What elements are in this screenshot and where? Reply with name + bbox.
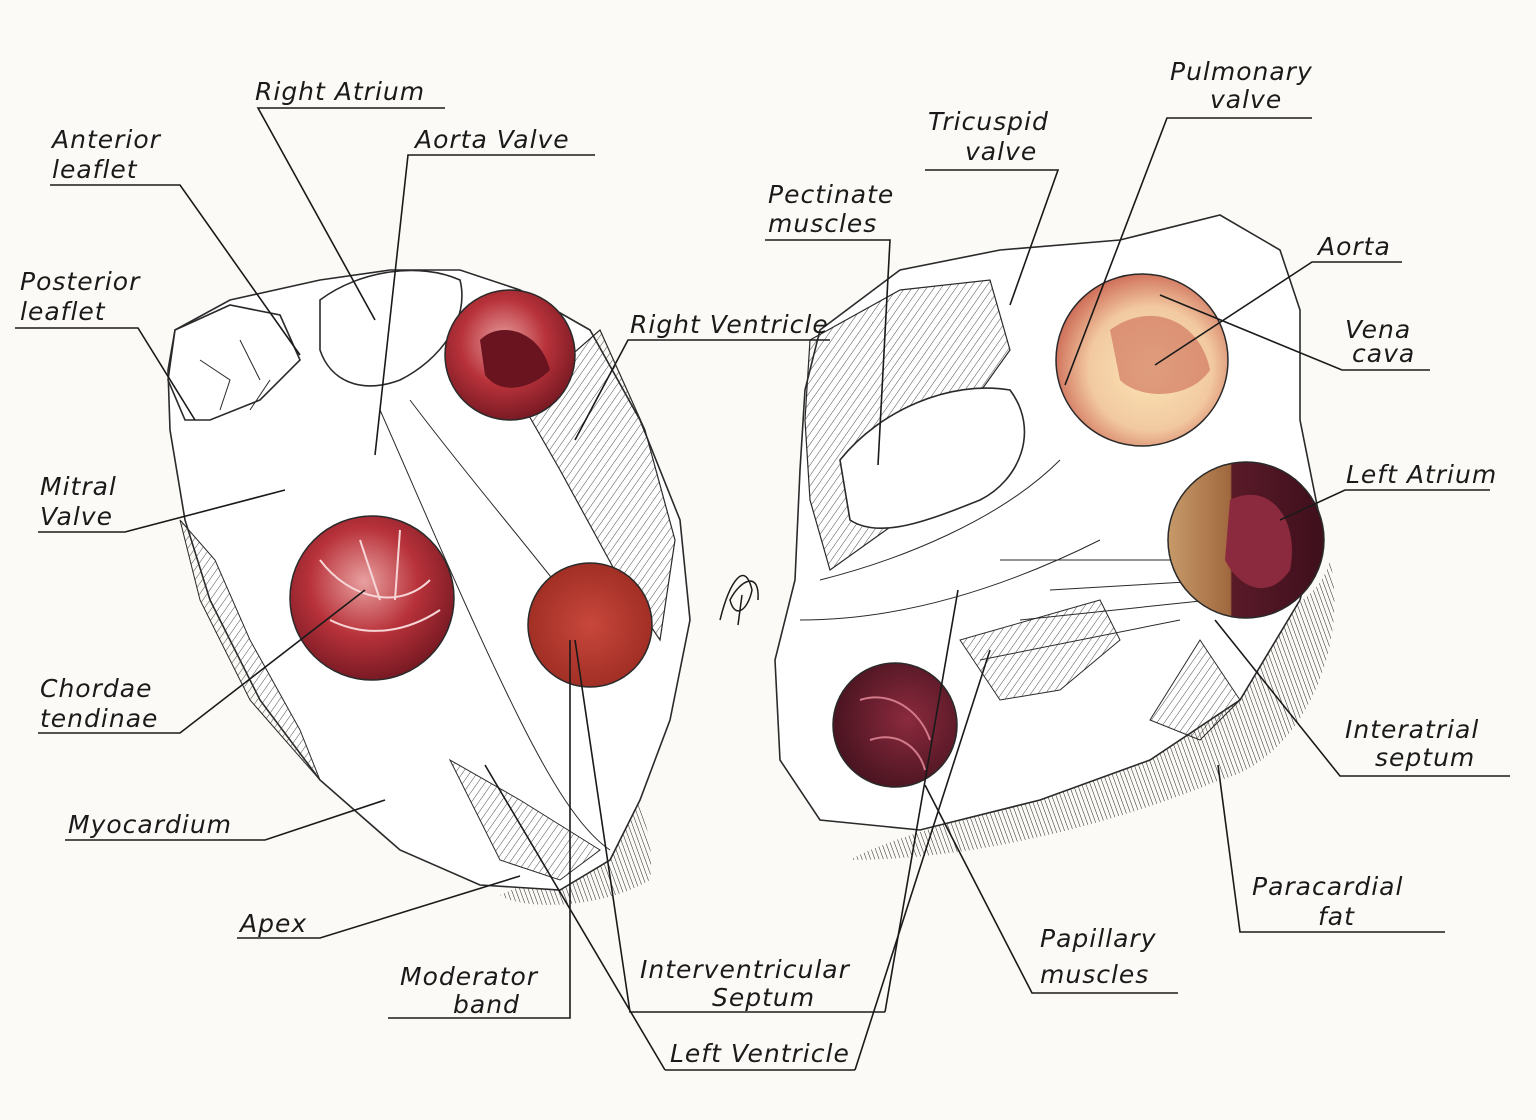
labels: Right Atrium Aorta Valve Anterior leafle… (20, 57, 1497, 1068)
chordae-lines-right (979, 559, 1221, 661)
label-apex: Apex (238, 909, 307, 938)
papillary-region (959, 599, 1121, 701)
label-papillary-muscles-2: muscles (1040, 960, 1149, 989)
label-vena-cava-1: Vena (1345, 315, 1411, 344)
left-atrium-chamber (1225, 494, 1292, 589)
label-pectinate-muscles-2: muscles (768, 209, 877, 238)
artist-signature (719, 574, 759, 626)
label-left-ventricle: Left Ventricle (670, 1039, 850, 1068)
label-moderator-band-1: Moderator (400, 962, 539, 991)
apex-hatch (448, 758, 601, 881)
aorta-valve-lumen (480, 330, 550, 388)
label-tricuspid-valve-1: Tricuspid (928, 107, 1049, 136)
label-pectinate-muscles-1: Pectinate (768, 180, 894, 209)
label-myocardium: Myocardium (68, 810, 232, 839)
leader-lines (15, 107, 1510, 1071)
chordae-strands (319, 529, 441, 632)
label-chordae-tendinae-2: tendinae (40, 704, 158, 733)
label-anterior-leaflet-1: Anterior (50, 125, 162, 154)
label-right-ventricle: Right Ventricle (630, 310, 829, 339)
left-heart (167, 269, 691, 905)
septum-contour (799, 459, 1101, 621)
label-chordae-tendinae-1: Chordae (40, 674, 152, 703)
label-vena-cava-2: cava (1352, 339, 1415, 368)
fat-region (1149, 639, 1241, 741)
chordae-tissue (289, 515, 455, 681)
label-tricuspid-valve-2: valve (965, 137, 1037, 166)
septum-line (379, 409, 611, 851)
label-right-atrium: Right Atrium (255, 77, 425, 106)
label-anterior-leaflet-2: leaflet (52, 155, 138, 184)
label-aorta-valve: Aorta Valve (413, 125, 570, 154)
label-papillary-muscles-1: Papillary (1040, 924, 1157, 953)
label-interventricular-septum-1: Interventricular (640, 955, 851, 984)
label-mitral-valve-2: Valve (40, 502, 113, 531)
label-posterior-leaflet-2: leaflet (20, 297, 106, 326)
label-moderator-band-2: band (453, 990, 520, 1019)
label-left-atrium: Left Atrium (1346, 460, 1497, 489)
label-pulmonary-valve-1: Pulmonary (1170, 57, 1313, 86)
right-heart (774, 214, 1335, 860)
label-mitral-valve-1: Mitral (40, 472, 117, 501)
label-aorta: Aorta (1316, 232, 1391, 261)
label-posterior-leaflet-1: Posterior (20, 267, 141, 296)
leaflet-detail (199, 339, 271, 411)
tricuspid-shape (839, 387, 1026, 529)
label-paracardial-fat-1: Paracardial (1252, 872, 1403, 901)
papillary-tissue-detail (859, 696, 931, 771)
left-wall-hatch (179, 519, 321, 781)
right-heart-shadow (850, 560, 1335, 860)
label-paracardial-fat-2: fat (1318, 902, 1355, 931)
leaflet-shape (167, 304, 301, 421)
moderator-band-tissue (527, 562, 653, 688)
aorta-tissue-shade (1110, 315, 1210, 394)
papillary-tissue (832, 662, 958, 788)
label-interatrial-septum-2: septum (1375, 743, 1475, 772)
label-pulmonary-valve-2: valve (1210, 85, 1282, 114)
label-interventricular-septum-2: Septum (712, 983, 815, 1012)
label-interatrial-septum-1: Interatrial (1345, 715, 1479, 744)
